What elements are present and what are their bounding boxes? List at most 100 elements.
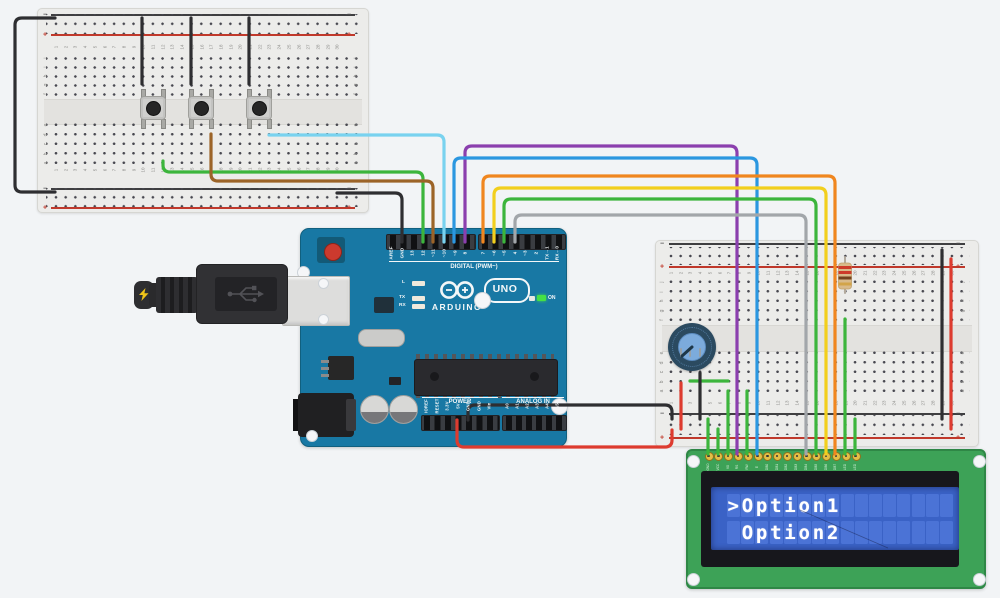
power-header[interactable] (421, 415, 500, 431)
pushbutton-2-cap[interactable] (193, 100, 209, 116)
column-number: 3 (687, 271, 693, 275)
row-letter: i (659, 290, 665, 293)
rail-holes (664, 246, 970, 265)
column-number: 19 (228, 44, 234, 50)
barrel-jack[interactable] (298, 393, 356, 437)
pushbutton-2-leg (208, 119, 214, 129)
digital-pin-label-10: ~10 (441, 248, 447, 258)
column-number: 12 (775, 400, 781, 406)
column-number: 4 (82, 168, 88, 172)
row-letter: c (353, 142, 359, 146)
lcd-cell (755, 521, 769, 544)
lcd-pin-e[interactable] (753, 452, 763, 461)
digital-pin-label-6: ~6 (491, 250, 497, 256)
column-number: 5 (92, 168, 98, 172)
power-rail-line (669, 437, 965, 439)
column-number: 17 (823, 270, 829, 276)
lcd-pin-led-1[interactable] (841, 452, 851, 461)
arduino-infinity-logo (440, 281, 474, 299)
usb-port (282, 276, 350, 326)
row-letter: a (353, 161, 359, 165)
digital-pin-label-TX1: TX→1 (544, 246, 550, 260)
column-number: 9 (746, 401, 752, 405)
column-number: 22 (872, 270, 878, 276)
pushbutton-3-cap[interactable] (251, 100, 267, 116)
column-number: 12 (775, 270, 781, 276)
column-number: 11 (765, 270, 771, 276)
plus-rail-label: + (955, 263, 961, 271)
row-letter: d (960, 361, 966, 364)
pushbutton-1-leg (160, 119, 166, 129)
regulator-leg (321, 374, 329, 377)
analog-header[interactable] (502, 415, 567, 431)
lcd-pin-db4[interactable] (802, 452, 812, 461)
column-number: 18 (218, 167, 224, 173)
lcd-pin-db3[interactable] (792, 452, 802, 461)
lcd-pin-led-2[interactable] (851, 452, 861, 461)
usb-interface-chip (374, 297, 394, 313)
column-number: 6 (102, 168, 107, 172)
lcd-pin-label: V0 (725, 464, 730, 469)
column-number: 7 (111, 168, 117, 172)
row-letter: h (960, 299, 966, 303)
chip-dimple (530, 372, 539, 381)
column-number: 9 (131, 168, 137, 172)
power-pin-label-Vin: Vin (486, 402, 492, 410)
column-number: 30 (949, 270, 955, 276)
column-number: 15 (804, 400, 810, 406)
row-letter: i (353, 66, 359, 68)
column-number: 21 (862, 400, 868, 406)
lcd-pin-label: GND (706, 462, 710, 471)
potentiometer[interactable] (668, 323, 716, 371)
lcd-pin-db2[interactable] (782, 452, 792, 461)
digital-header-right[interactable] (478, 234, 566, 250)
lcd-pin-rw[interactable] (743, 452, 753, 461)
lcd-pin-label: VCC (715, 463, 720, 470)
capacitor (360, 395, 389, 424)
usb-plug[interactable] (196, 264, 288, 324)
column-number: 25 (901, 400, 907, 406)
column-number: 3 (72, 45, 78, 49)
column-number: 14 (794, 400, 800, 406)
column-number: 10 (140, 44, 146, 50)
reset-button[interactable] (324, 243, 342, 261)
lcd-pin-gnd[interactable] (704, 452, 714, 461)
column-number: 20 (852, 400, 858, 406)
power-rail-line (669, 266, 965, 268)
column-number: 28 (930, 400, 936, 406)
lcd-cell (925, 494, 939, 517)
led-rx (412, 304, 425, 309)
power-pin-label-5V: 5V (455, 403, 460, 409)
lcd-pin-rs[interactable] (733, 452, 743, 461)
digital-pwm-label: DIGITAL (PWM~) (450, 264, 498, 270)
row-letter: j (659, 281, 665, 283)
led-l-label: L (402, 280, 405, 285)
column-number: 8 (121, 168, 127, 172)
digital-pin-label-8: 8 (462, 251, 468, 255)
row-letter: d (659, 361, 665, 364)
mounting-hole (306, 430, 318, 442)
lcd-pin-label: LED (853, 463, 857, 470)
lcd-pin-label: RW (745, 463, 750, 470)
pushbutton-1-leg (140, 119, 146, 129)
column-number: 11 (150, 167, 156, 173)
power-silk-line (422, 397, 498, 399)
digital-pin-label-12: 12 (420, 250, 426, 256)
potentiometer-knob[interactable] (678, 333, 706, 361)
column-number: 14 (179, 167, 185, 173)
lcd-pin-db7[interactable] (831, 452, 841, 461)
row-letter: e (960, 351, 966, 355)
column-number: 19 (843, 400, 849, 406)
lcd-cell (940, 521, 953, 544)
power-pin-label-RESET: RESET (434, 398, 439, 414)
regulator-leg (321, 367, 329, 370)
column-number: 9 (746, 271, 752, 275)
column-number: 8 (736, 271, 742, 275)
row-letter: c (659, 370, 665, 374)
column-number: 5 (707, 401, 713, 405)
pushbutton-1-cap[interactable] (145, 100, 161, 116)
arduino-uno-board[interactable]: DIGITAL (PWM~) L TX RX ARDUINO UNO ON (282, 228, 568, 447)
column-number: 26 (296, 44, 301, 50)
minus-rail-label: − (659, 240, 665, 248)
